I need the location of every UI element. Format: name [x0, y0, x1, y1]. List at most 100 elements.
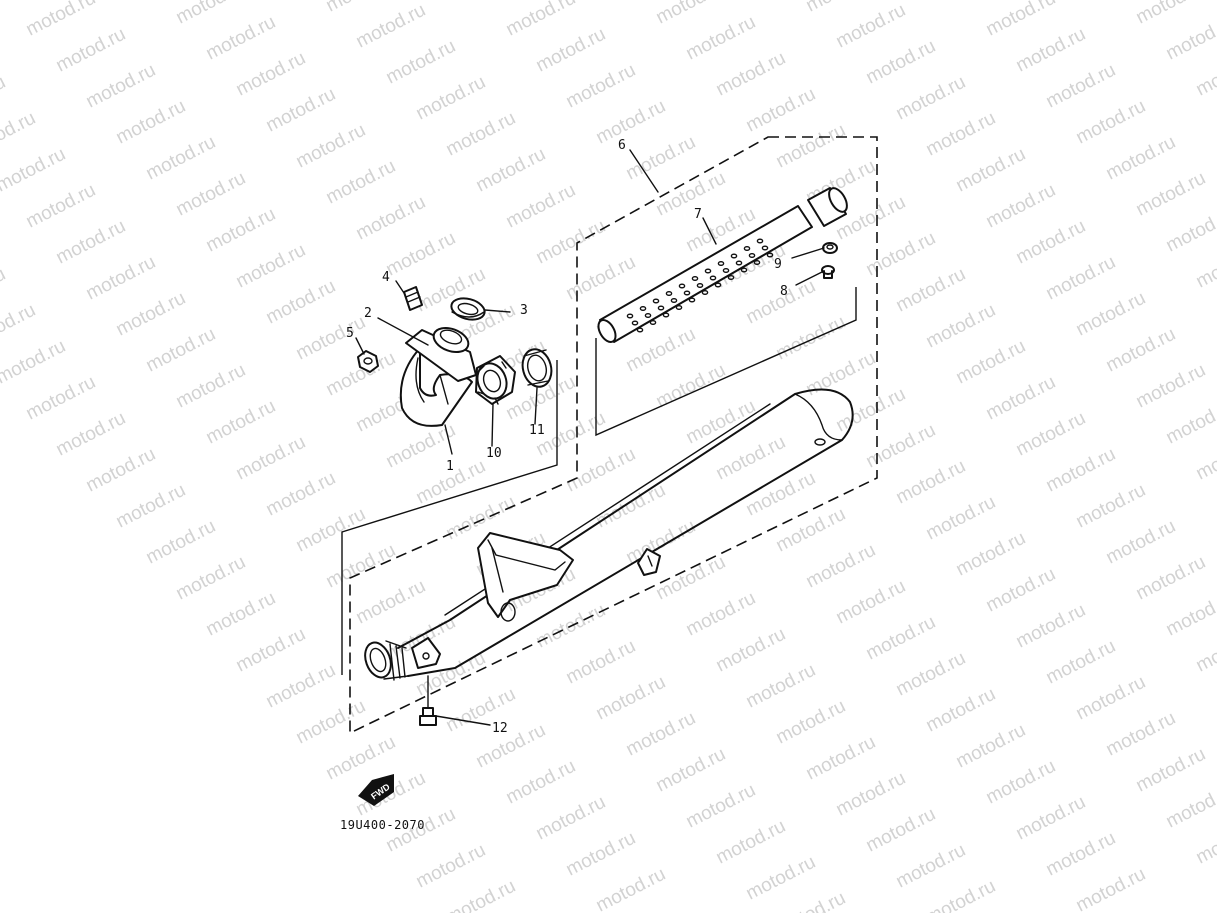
watermark-text: motod.ru: [713, 624, 789, 677]
callout-10: 10: [486, 446, 502, 461]
watermark-text: motod.ru: [413, 72, 489, 125]
watermark-text: motod.ru: [953, 144, 1029, 197]
watermark-text: motod.ru: [593, 864, 669, 913]
watermark-text: motod.ru: [833, 384, 909, 437]
watermark-text: motod.ru: [1133, 744, 1209, 797]
watermark-text: motod.ru: [323, 156, 399, 209]
perforation-hole: [675, 305, 683, 311]
clamp: [475, 355, 516, 405]
watermark-text: motod.ru: [233, 240, 309, 293]
watermark-text: motod.ru: [233, 48, 309, 101]
watermark-text: motod.ru: [1043, 60, 1119, 113]
watermark-text: motod.ru: [0, 144, 69, 197]
watermark-text: motod.ru: [983, 0, 1059, 40]
watermark-text: motod.ru: [1013, 792, 1089, 845]
watermark-text: motod.ru: [1193, 624, 1217, 677]
watermark-text: motod.ru: [1163, 12, 1217, 65]
perforation-hole: [701, 290, 709, 296]
watermark-text: motod.ru: [473, 720, 549, 773]
watermark-text: motod.ru: [1193, 240, 1217, 293]
screw: [821, 265, 835, 279]
perforation-hole: [626, 313, 634, 319]
perforation-hole: [665, 291, 673, 297]
watermark-text: motod.ru: [1043, 636, 1119, 689]
watermark-text: motod.ru: [983, 372, 1059, 425]
drawing-code: 19U400-2070: [340, 818, 425, 832]
callout-5: 5: [346, 326, 354, 341]
watermark-text: motod.ru: [803, 348, 879, 401]
watermark-text: motod.ru: [1013, 24, 1089, 77]
baffle-tube: [597, 187, 848, 343]
watermark-text: motod.ru: [233, 432, 309, 485]
watermark-text: motod.ru: [1013, 408, 1089, 461]
watermark-text: motod.ru: [893, 648, 969, 701]
watermark-text: motod.ru: [803, 0, 879, 16]
perforation-hole: [631, 320, 639, 326]
watermark-text: motod.ru: [713, 48, 789, 101]
watermark-text: motod.ru: [623, 708, 699, 761]
watermark-text: motod.ru: [1043, 828, 1119, 881]
exhaust-pipe: [399, 326, 477, 427]
watermark-text: motod.ru: [893, 72, 969, 125]
watermark-text: motod.ru: [743, 660, 819, 713]
callout-8: 8: [780, 284, 788, 299]
watermark-text: motod.ru: [173, 552, 249, 605]
watermark-text: motod.ru: [1163, 780, 1217, 833]
watermark-text: motod.ru: [1133, 0, 1209, 28]
perforation-hole: [709, 275, 717, 281]
watermark-text: motod.ru: [203, 588, 279, 641]
watermark-text: motod.ru: [923, 300, 999, 353]
callout-9: 9: [774, 257, 782, 272]
watermark-text: motod.ru: [653, 744, 729, 797]
perforation-hole: [649, 320, 657, 326]
watermark-text: motod.ru: [533, 792, 609, 845]
watermark-text: motod.ru: [353, 0, 429, 52]
muffler-body: [364, 388, 854, 681]
watermark-text: motod.ru: [683, 12, 759, 65]
watermark-text: motod.ru: [713, 816, 789, 869]
perforation-hole: [696, 283, 704, 289]
watermark-text: motod.ru: [923, 108, 999, 161]
watermark-text: motod.ru: [1193, 432, 1217, 485]
watermark-text: motod.ru: [833, 768, 909, 821]
watermark-text: motod.ru: [953, 528, 1029, 581]
stud: [403, 286, 423, 311]
watermark-text: motod.ru: [833, 0, 909, 52]
watermark-text: motod.ru: [1073, 288, 1149, 341]
watermark-text: motod.ru: [683, 588, 759, 641]
watermark-text: motod.ru: [563, 252, 639, 305]
perforation-hole: [704, 268, 712, 274]
perforation-hole: [639, 306, 647, 312]
watermark-text: motod.ru: [593, 480, 669, 533]
watermark-text: motod.ru: [233, 624, 309, 677]
watermark-text: motod.ru: [293, 120, 369, 173]
perforation-hole: [691, 276, 699, 282]
watermark-text: motod.ru: [743, 84, 819, 137]
watermark-text: motod.ru: [353, 576, 429, 629]
callout-11: 11: [529, 423, 545, 438]
callout-1: 1: [446, 459, 454, 474]
perforation-hole: [748, 252, 756, 258]
watermark-text: motod.ru: [533, 216, 609, 269]
watermark-text: motod.ru: [293, 504, 369, 557]
watermark-text: motod.ru: [743, 852, 819, 905]
watermark-text: motod.ru: [953, 720, 1029, 773]
watermark-text: motod.ru: [923, 876, 999, 913]
watermark-text: motod.ru: [833, 576, 909, 629]
watermark-text: motod.ru: [443, 876, 519, 913]
nut: [357, 350, 379, 373]
watermark-text: motod.ru: [1163, 204, 1217, 257]
watermark-text: motod.ru: [533, 24, 609, 77]
watermark-text: motod.ru: [263, 660, 339, 713]
watermark-text: motod.ru: [0, 72, 9, 125]
watermark-text: motod.ru: [863, 36, 939, 89]
bolt: [419, 707, 437, 726]
watermark-text: motod.ru: [263, 84, 339, 137]
watermark-text: motod.ru: [1103, 708, 1179, 761]
watermark-text: motod.ru: [0, 108, 39, 161]
watermark-text: motod.ru: [1133, 168, 1209, 221]
perforation-hole: [766, 252, 774, 258]
watermark-text: motod.ru: [1103, 132, 1179, 185]
watermark-text: motod.ru: [113, 96, 189, 149]
watermark-text: motod.ru: [1043, 444, 1119, 497]
